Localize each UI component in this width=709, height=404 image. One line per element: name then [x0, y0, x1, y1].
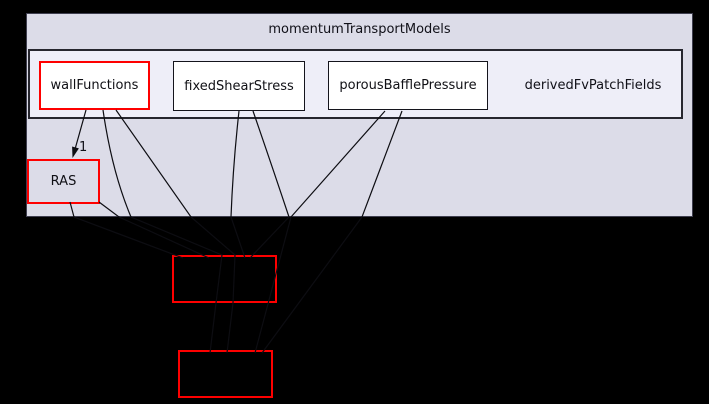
node-porous-baffle-pressure-label: porousBafflePressure: [339, 78, 477, 93]
node-ras[interactable]: RAS: [27, 159, 100, 204]
node-fixed-shear-stress-label: fixedShearStress: [184, 78, 294, 94]
node-fixed-shear-stress[interactable]: fixedShearStress: [173, 61, 305, 111]
outer-cluster-label: momentumTransportModels: [268, 22, 451, 37]
inner-cluster-label: derivedFvPatchFields: [524, 78, 662, 93]
node-porous-baffle-pressure[interactable]: porousBafflePressure: [328, 61, 488, 110]
node-ras-label: RAS: [50, 174, 77, 189]
node-wall-functions[interactable]: wallFunctions: [39, 61, 150, 110]
node-external-dependency-2[interactable]: [178, 350, 273, 398]
node-wall-functions-label: wallFunctions: [50, 78, 139, 93]
node-external-dependency-1[interactable]: [172, 255, 277, 303]
